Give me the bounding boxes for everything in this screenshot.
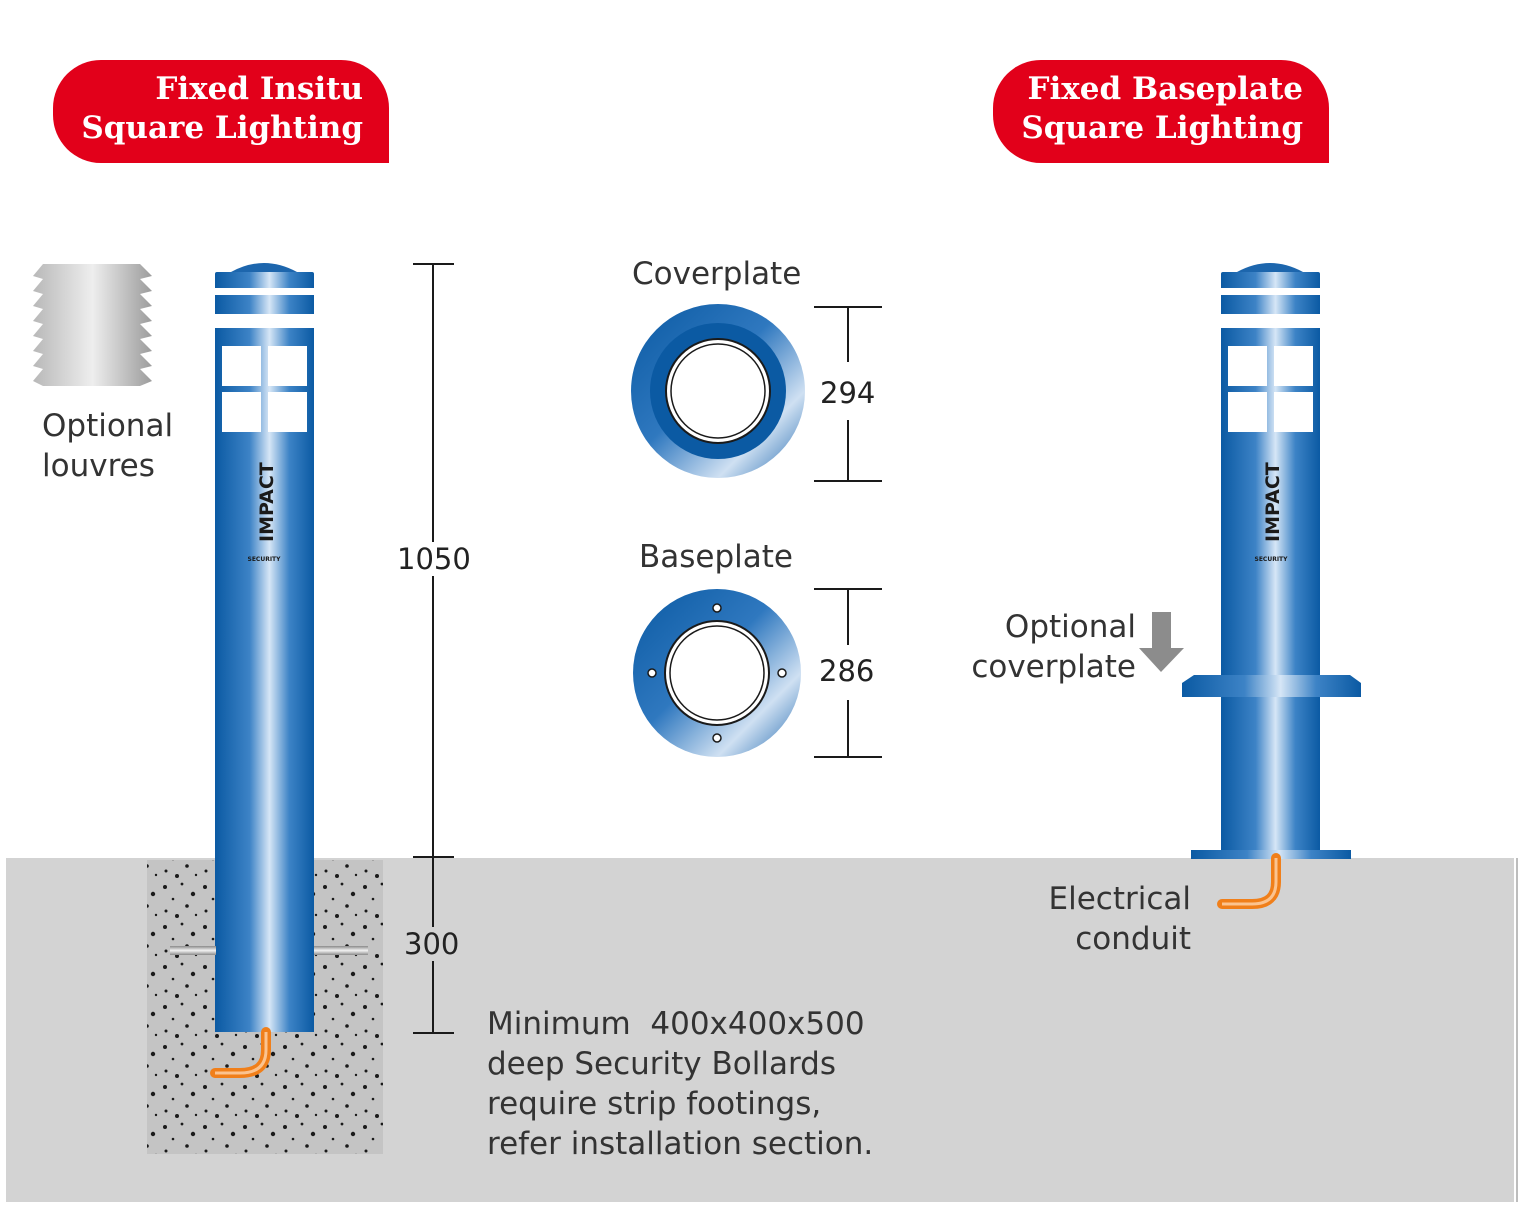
reinforcing-bar-left xyxy=(170,946,216,955)
label-optional-coverplate: Optional coverplate xyxy=(962,607,1136,687)
louvres-illustration xyxy=(33,264,152,386)
right-bollard: IMPACT SECURITY xyxy=(1182,263,1361,859)
left-bollard: IMPACT SECURITY xyxy=(215,263,314,1032)
conduit-line1: Electrical xyxy=(1048,881,1191,917)
note-line3: require strip footings, xyxy=(487,1086,822,1122)
note-line4: refer installation section. xyxy=(487,1126,874,1162)
footing-note: Minimum 400x400x500 deep Security Bollar… xyxy=(487,1004,873,1164)
label-baseplate: Baseplate xyxy=(639,539,794,575)
heading-left-line1: Fixed Insitu xyxy=(155,71,363,107)
label-optional-louvres: Optional louvres xyxy=(42,406,173,486)
conduit-line2: conduit xyxy=(1075,921,1191,957)
louvres-line1: Optional xyxy=(42,408,174,444)
label-coverplate: Coverplate xyxy=(632,256,802,292)
heading-right-line1: Fixed Baseplate xyxy=(1027,71,1303,107)
dimension-300: 300 xyxy=(404,927,460,961)
height-dimension-line xyxy=(413,263,454,1034)
impact-logo-right: IMPACT xyxy=(1262,462,1284,542)
heading-fixed-insitu: Fixed Insitu Square Lighting xyxy=(53,60,389,163)
note-line1: Minimum 400x400x500 xyxy=(487,1006,865,1042)
security-tagline-right: SECURITY xyxy=(1255,556,1289,563)
heading-left-line2: Square Lighting xyxy=(81,110,363,146)
coverplate-illustration xyxy=(631,304,805,478)
baseplate-dimension-line xyxy=(814,588,882,758)
baseplate-illustration xyxy=(633,589,801,757)
baseplate-flange xyxy=(1191,850,1351,859)
dimension-286: 286 xyxy=(819,654,875,688)
opt-coverplate-line2: coverplate xyxy=(971,649,1136,685)
arrow-down-icon xyxy=(1139,612,1184,672)
dimension-294: 294 xyxy=(820,376,876,410)
dimension-1050: 1050 xyxy=(397,542,471,576)
security-tagline-left: SECURITY xyxy=(248,556,282,563)
heading-right-line2: Square Lighting xyxy=(1021,110,1303,146)
note-line2: deep Security Bollards xyxy=(487,1046,836,1082)
opt-coverplate-line1: Optional xyxy=(1004,609,1136,645)
impact-logo-left: IMPACT xyxy=(256,462,278,542)
label-electrical-conduit: Electrical conduit xyxy=(1020,879,1191,959)
coverplate-flange xyxy=(1182,675,1361,697)
coverplate-dimension-line xyxy=(814,306,882,482)
louvres-line2: louvres xyxy=(42,448,155,484)
reinforcing-bar-right xyxy=(314,946,368,955)
heading-fixed-baseplate: Fixed Baseplate Square Lighting xyxy=(993,60,1329,163)
